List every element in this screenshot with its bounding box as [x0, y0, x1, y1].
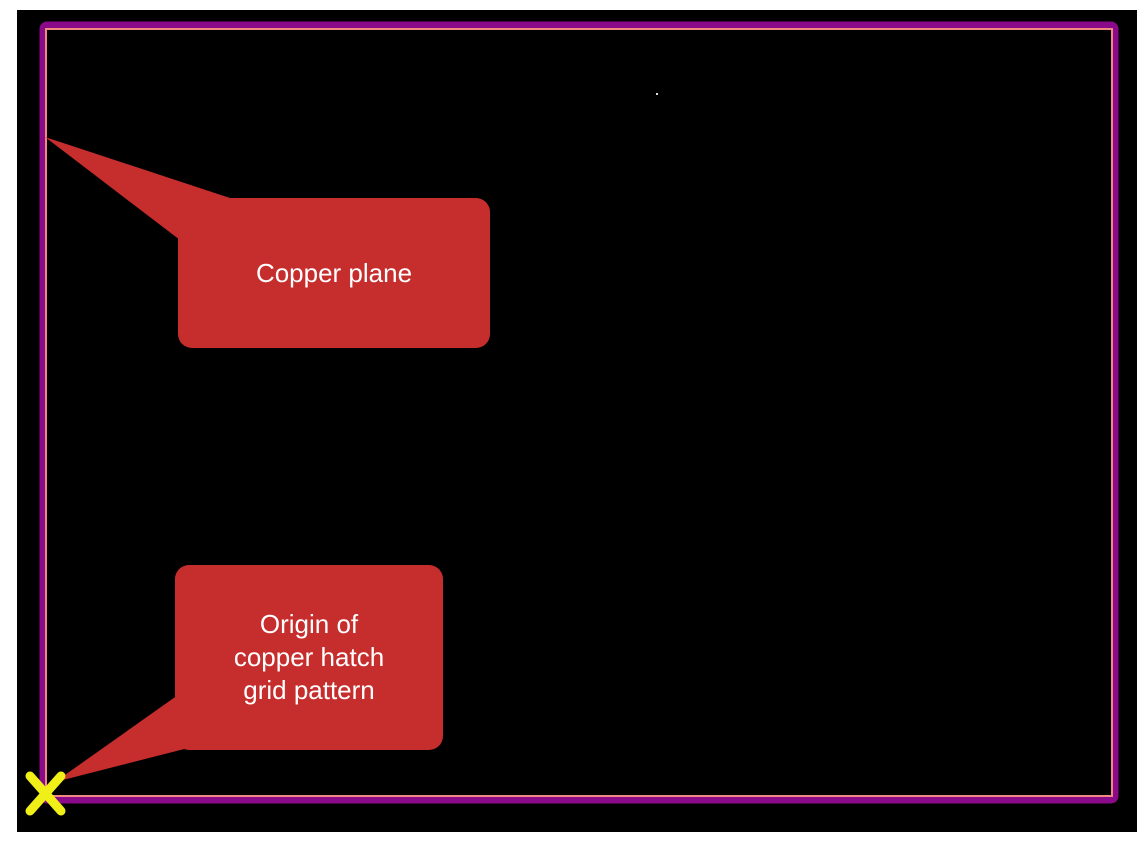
callout-text: Copper plane	[255, 257, 413, 288]
callout-copper-plane: Copper plane	[178, 198, 490, 348]
callout-pointer-origin	[55, 690, 200, 782]
copper-plane-edge	[45, 28, 1113, 797]
callout-origin: Origin of copper hatch grid pattern	[175, 565, 443, 750]
callout-box-origin	[175, 565, 443, 750]
callout-text-line: grid pattern	[243, 675, 375, 705]
callout-box-copper-plane	[178, 198, 490, 348]
x-origin-marker-icon	[25, 771, 66, 816]
board-outline	[39, 21, 1119, 804]
callout-text-line: Origin of	[259, 609, 359, 639]
callout-text-line: copper hatch	[233, 642, 385, 672]
grid-dot	[656, 93, 658, 95]
